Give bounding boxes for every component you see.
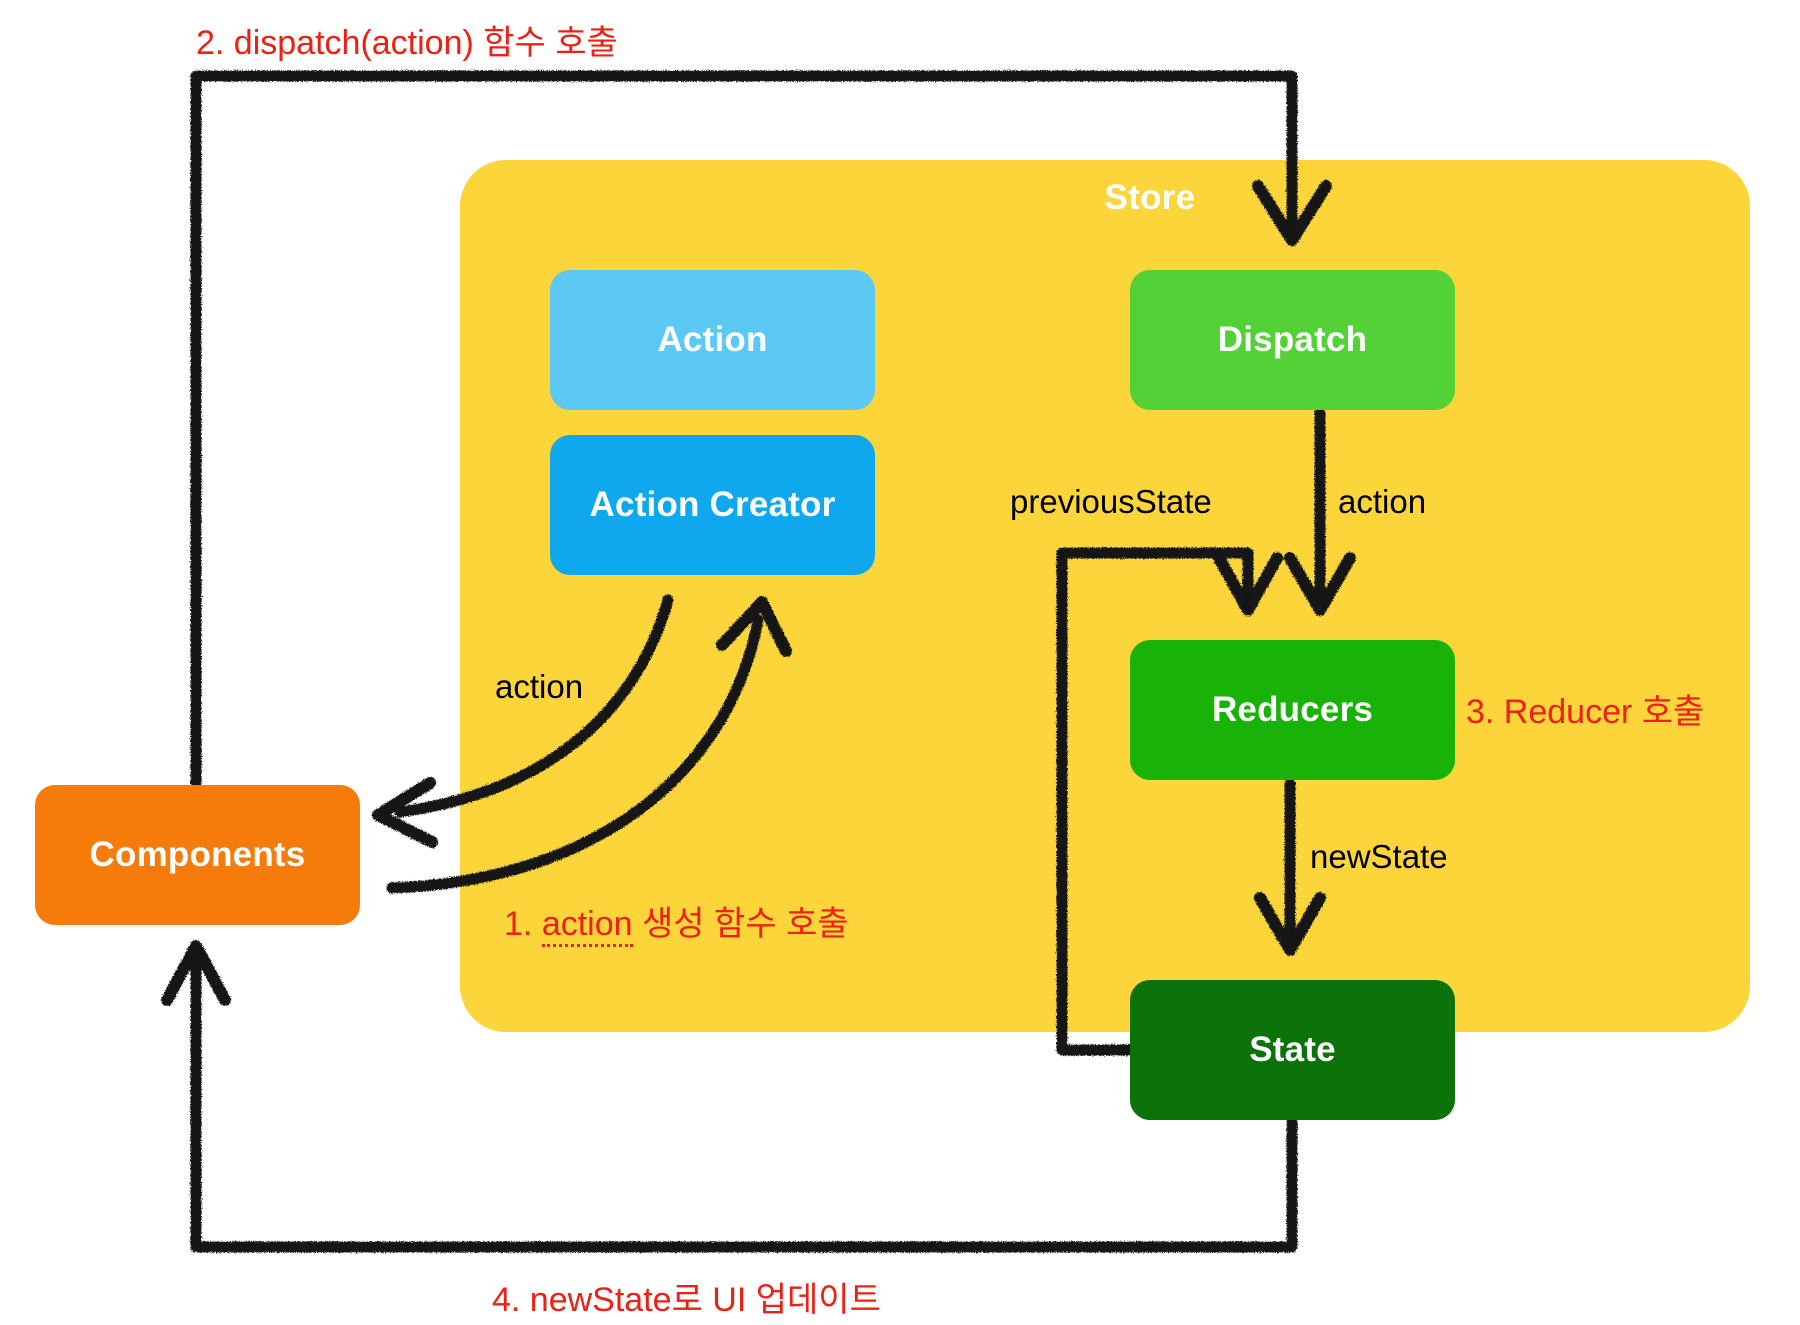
node-state[interactable]: State xyxy=(1130,980,1455,1120)
annotation-step-4: 4. newState로 UI 업데이트 xyxy=(492,1281,881,1319)
edge-label-new-state: newState xyxy=(1310,838,1448,875)
store-label: Store xyxy=(1104,178,1196,217)
edge-label-action-curve: action xyxy=(495,668,584,705)
node-action-creator-label: Action Creator xyxy=(589,485,836,524)
annotation-step-1: 1. action 생성 함수 호출 xyxy=(504,896,849,947)
node-reducers-label: Reducers xyxy=(1211,690,1374,729)
arrowhead-components-curve xyxy=(372,777,438,848)
node-components-label: Components xyxy=(89,835,306,874)
annotation-step-1-suffix: 생성 함수 호출 xyxy=(632,905,849,943)
node-action[interactable]: Action xyxy=(550,270,875,410)
annotation-step-1-keyword: action xyxy=(541,905,633,947)
annotation-step-3: 3. Reducer 호출 xyxy=(1466,693,1705,731)
node-dispatch-label: Dispatch xyxy=(1217,320,1368,359)
node-action-label: Action xyxy=(657,320,768,359)
annotation-step-1-prefix: 1. xyxy=(504,905,542,943)
node-state-label: State xyxy=(1249,1030,1336,1069)
arrowhead-components-bottom xyxy=(161,940,231,1006)
node-dispatch[interactable]: Dispatch xyxy=(1130,270,1455,410)
annotation-step-2: 2. dispatch(action) 함수 호출 xyxy=(196,24,618,62)
edge-label-action-dispatch: action xyxy=(1338,483,1427,520)
edge-label-previous-state: previousState xyxy=(1010,483,1212,520)
node-reducers[interactable]: Reducers xyxy=(1130,640,1455,780)
node-components[interactable]: Components xyxy=(35,785,360,925)
node-action-creator[interactable]: Action Creator xyxy=(550,435,875,575)
